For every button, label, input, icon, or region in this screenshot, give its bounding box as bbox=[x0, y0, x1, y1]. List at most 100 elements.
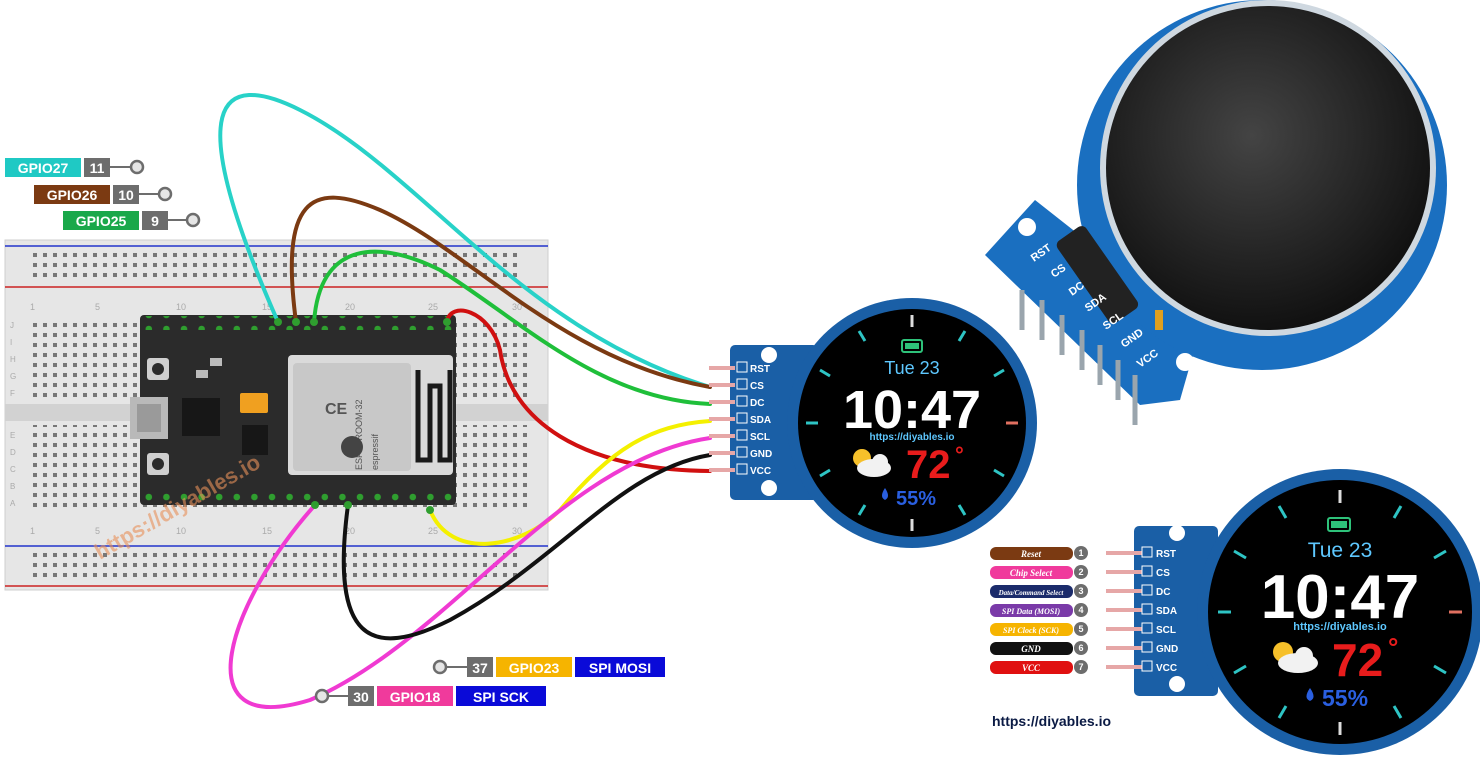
screen-humidity: 55% bbox=[896, 488, 936, 510]
pin-function-label: Chip Select bbox=[1010, 568, 1053, 578]
bb-number: 25 bbox=[428, 302, 438, 312]
pin-label: SCL bbox=[750, 432, 770, 443]
pin-function-gnd: GND 6 bbox=[990, 641, 1088, 655]
wires bbox=[218, 93, 712, 709]
pin-function-data-command: Data/Command Select 3 bbox=[990, 584, 1088, 598]
pin-function-number: 2 bbox=[1078, 567, 1083, 577]
wire-gpio27-sck bbox=[218, 93, 712, 389]
pin-label: SDA bbox=[1156, 606, 1177, 617]
pin-label: GND bbox=[750, 449, 772, 460]
bb-number: 1 bbox=[30, 526, 35, 536]
pin-label: VCC bbox=[750, 466, 771, 477]
photo-glass bbox=[1106, 6, 1430, 330]
pin-number: 37 bbox=[472, 660, 488, 676]
weather-icon bbox=[853, 449, 891, 477]
pin-function-number: 4 bbox=[1078, 605, 1083, 615]
pin-function-number: 1 bbox=[1078, 548, 1083, 558]
gpio-name: GPIO26 bbox=[47, 187, 98, 203]
pin-marker bbox=[129, 159, 145, 175]
pin-number: 10 bbox=[118, 187, 134, 203]
gpio-label-gpio25: GPIO25 9 bbox=[63, 211, 201, 230]
bb-row: D bbox=[10, 448, 16, 457]
gpio-label-gpio23: 37 GPIO23 SPI MOSI bbox=[432, 657, 665, 677]
screen-url: https://diyables.io bbox=[869, 432, 954, 443]
battery-icon bbox=[901, 339, 923, 353]
pin-function-number: 5 bbox=[1078, 624, 1083, 634]
pin-marker bbox=[432, 659, 448, 675]
bb-number: 25 bbox=[428, 526, 438, 536]
pinout-screen bbox=[1208, 480, 1472, 744]
pin-label: CS bbox=[750, 381, 764, 392]
module-header-pins bbox=[709, 366, 735, 472]
photo-pins bbox=[1019, 290, 1138, 425]
pin-function-chip-select: Chip Select 2 bbox=[990, 565, 1088, 579]
pin-function-spi-mosi: SPI Data (MOSI) 4 bbox=[990, 603, 1088, 617]
gpio-name: GPIO27 bbox=[18, 160, 69, 176]
bb-number: 20 bbox=[345, 302, 355, 312]
bb-number: 15 bbox=[262, 526, 272, 536]
wire-ends bbox=[274, 318, 451, 514]
pin-function-label: Data/Command Select bbox=[998, 589, 1065, 597]
pin-label: SCL bbox=[1156, 625, 1176, 636]
battery-icon bbox=[1327, 517, 1351, 532]
weather-icon bbox=[1273, 642, 1318, 673]
pinout-screen-temp: 72 bbox=[1332, 634, 1383, 686]
pin-function-reset: Reset 1 bbox=[990, 546, 1088, 560]
pin-marker bbox=[185, 212, 201, 228]
display-module-wired: RST CS DC SDA SCL GND VCC Tue 23 bbox=[709, 298, 1037, 548]
spi-name: SPI SCK bbox=[473, 689, 529, 705]
spi-name: SPI MOSI bbox=[589, 660, 651, 676]
module-brand: espressif bbox=[370, 433, 380, 470]
bb-row: C bbox=[10, 465, 16, 474]
bb-number: 5 bbox=[95, 526, 100, 536]
bb-number: 30 bbox=[512, 302, 522, 312]
pin-label: VCC bbox=[1156, 663, 1177, 674]
footer-url: https://diyables.io bbox=[992, 713, 1111, 729]
pin-function-label: GND bbox=[1021, 644, 1041, 654]
capacitor bbox=[240, 393, 268, 413]
droplet-icon bbox=[1306, 688, 1314, 701]
bb-number: 5 bbox=[95, 302, 100, 312]
pin-label: SDA bbox=[750, 415, 771, 426]
bb-row: H bbox=[10, 355, 16, 364]
wire-gnd bbox=[341, 453, 712, 641]
round-screen bbox=[798, 309, 1026, 537]
pinout-screen-humidity: 55% bbox=[1322, 685, 1368, 711]
pinout-diagram: RST CS DC SDA SCL GND VCC Reset 1 bbox=[990, 469, 1480, 755]
pin-number: 30 bbox=[353, 689, 369, 705]
pinout-header-pins bbox=[1106, 551, 1142, 669]
pin-function-label: VCC bbox=[1022, 663, 1041, 673]
screen-degree: ° bbox=[955, 442, 964, 467]
pin-function-list: Reset 1 Chip Select 2 Data/Command Selec… bbox=[990, 546, 1088, 674]
pin-label: DC bbox=[1156, 587, 1170, 598]
pin-label: DC bbox=[750, 398, 764, 409]
pin-marker bbox=[157, 186, 173, 202]
antenna-trace bbox=[415, 370, 453, 463]
bb-number: 30 bbox=[512, 526, 522, 536]
gpio-name: GPIO23 bbox=[509, 660, 560, 676]
bb-number: 15 bbox=[262, 302, 272, 312]
gpio-label-gpio18: 30 GPIO18 SPI SCK bbox=[314, 686, 546, 706]
pin-function-label: SPI Data (MOSI) bbox=[1002, 607, 1061, 616]
usb-uart-chip bbox=[182, 398, 220, 436]
screen-time: 10:47 bbox=[843, 380, 981, 440]
bb-row: E bbox=[10, 431, 15, 440]
pinout-clock-ticks bbox=[1218, 490, 1462, 735]
wire-vcc bbox=[445, 308, 712, 473]
pin-function-number: 3 bbox=[1078, 586, 1083, 596]
bb-row: F bbox=[10, 389, 15, 398]
pin-label: GND bbox=[1156, 644, 1178, 655]
wire-gpio25-dc bbox=[312, 249, 712, 406]
gpio-name: GPIO25 bbox=[76, 213, 127, 229]
pin-function-label: Reset bbox=[1020, 549, 1041, 559]
droplet-icon bbox=[882, 488, 888, 500]
bb-row: J bbox=[10, 321, 14, 330]
wire-gpio26-cs bbox=[289, 195, 712, 389]
pin-function-label: SPI Clock (SCK) bbox=[1003, 626, 1059, 635]
pinout-screen-time: 10:47 bbox=[1261, 563, 1420, 632]
bb-row: I bbox=[10, 338, 12, 347]
pinout-screen-degree: ° bbox=[1388, 632, 1398, 662]
pin-label: RST bbox=[1156, 549, 1176, 560]
bb-row: G bbox=[10, 372, 16, 381]
